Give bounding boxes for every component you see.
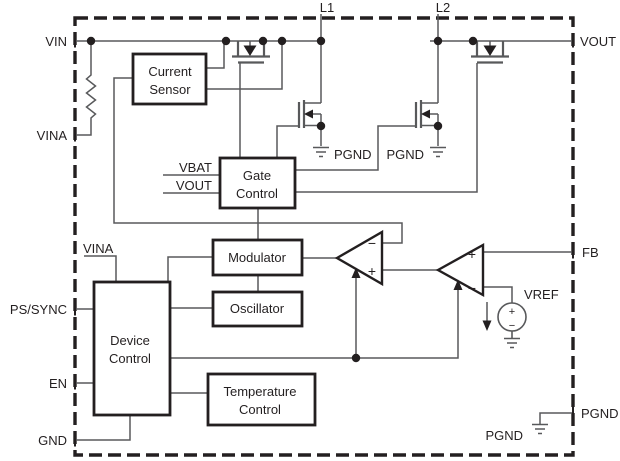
device-control-label-2: Control xyxy=(109,351,151,366)
junction-dot xyxy=(86,36,96,46)
ic-boundary xyxy=(73,16,575,457)
nmos1-gate-wire xyxy=(276,125,299,158)
nmos2-gate-wire xyxy=(295,125,416,171)
temperature-control-label-1: Temperature xyxy=(224,384,297,399)
current-sense-tap2-wire xyxy=(206,41,283,90)
junction-dot xyxy=(351,353,361,363)
gate-control-label-2: Control xyxy=(236,186,278,201)
pwm-comparator-icon xyxy=(334,229,384,287)
devicecontrol-modulator-wire xyxy=(167,256,213,282)
junction-dots xyxy=(86,36,478,363)
block-modulator xyxy=(211,238,304,277)
pin-label-l2: L2 xyxy=(436,0,450,15)
vref-label: VREF xyxy=(524,287,559,302)
vref-soft-start-arrow-icon xyxy=(482,302,492,331)
nmos1-body-arrow-icon xyxy=(304,109,313,119)
block-oscillator xyxy=(211,290,304,328)
vref-source-icon xyxy=(497,302,527,332)
vout-sense-label: VOUT xyxy=(176,178,212,193)
oscillator-label: Oscillator xyxy=(230,301,285,316)
vref-minus-sign: − xyxy=(509,320,515,332)
pin-label-l1: L1 xyxy=(320,0,334,15)
pmos1-body-diode-icon xyxy=(243,45,257,56)
pgnd-ground-symbol-3 xyxy=(532,423,548,435)
l1-nmos-switch-icon xyxy=(297,100,322,146)
gnd-wire xyxy=(75,415,131,441)
block-device-control xyxy=(92,280,172,417)
block-current-sensor xyxy=(131,52,208,106)
l2-nmos-switch-icon xyxy=(414,100,439,146)
current-sense-tap1-wire xyxy=(206,41,225,69)
pin-label-en: EN xyxy=(49,376,67,391)
comparator-plus-sign: + xyxy=(368,263,376,279)
pmos2-body-diode-icon xyxy=(483,45,497,56)
junction-dot xyxy=(433,36,443,46)
junction-dot xyxy=(221,36,231,46)
vina-internal-label: VINA xyxy=(83,241,114,256)
error-amplifier-icon xyxy=(435,242,485,298)
erroramp-ramp-arrow-icon xyxy=(453,279,463,290)
pin-ticks xyxy=(74,34,574,447)
vina-resistor xyxy=(75,41,97,136)
vbat-label: VBAT xyxy=(179,160,212,175)
nmos1-stubs xyxy=(304,102,322,146)
comparator-ramp-arrow-icon xyxy=(351,267,361,278)
comparator-minus-sign: − xyxy=(368,235,376,251)
junction-dot xyxy=(316,121,326,131)
vref-ground-symbol xyxy=(504,331,520,349)
vina-internal-wire xyxy=(84,255,117,282)
block-temperature-control xyxy=(206,372,317,427)
pgnd-label-2: PGND xyxy=(386,147,424,162)
block-gate-control xyxy=(218,156,297,210)
nmos2-body-arrow-icon xyxy=(421,109,430,119)
pin-label-fb: FB xyxy=(582,245,599,260)
vref-plus-sign: + xyxy=(509,306,515,318)
temperature-control-label-2: Control xyxy=(239,402,281,417)
pgnd-bottom-wire xyxy=(539,412,573,424)
modulator-label: Modulator xyxy=(228,250,286,265)
erroramp-minus-sign: − xyxy=(468,280,476,296)
junction-dot xyxy=(468,36,478,46)
pgnd-ground-symbol-2 xyxy=(430,146,446,158)
pin-label-vout: VOUT xyxy=(580,34,616,49)
pmos2-gate-wire xyxy=(295,63,478,193)
nmos2-stubs xyxy=(421,102,439,146)
pgnd-label-1: PGND xyxy=(334,147,372,162)
pin-label-gnd: GND xyxy=(38,433,67,448)
wires xyxy=(75,14,573,441)
junction-dot xyxy=(277,36,287,46)
current-sensor-label-2: Sensor xyxy=(149,82,191,97)
pgnd-ground-symbol-1 xyxy=(313,146,329,158)
erroramp-plus-sign: + xyxy=(468,246,476,262)
vref-input-wire xyxy=(483,286,513,303)
pin-label-ps-sync: PS/SYNC xyxy=(10,302,67,317)
pmos2-terminals xyxy=(475,41,505,56)
softstart-trunk-wire xyxy=(170,290,459,359)
pin-label-vin: VIN xyxy=(45,34,67,49)
pin-label-pgnd: PGND xyxy=(581,406,619,421)
input-pmos-switch-icon xyxy=(232,41,270,64)
junction-dot xyxy=(433,121,443,131)
pgnd-label-3: PGND xyxy=(485,428,523,443)
pin-label-vina: VINA xyxy=(37,128,68,143)
device-control-label-1: Device xyxy=(110,333,150,348)
output-pmos-switch-icon xyxy=(471,41,509,64)
gate-control-label-1: Gate xyxy=(243,168,271,183)
junction-dot xyxy=(258,36,268,46)
junction-dot xyxy=(316,36,326,46)
current-sensor-label-1: Current xyxy=(148,64,192,79)
